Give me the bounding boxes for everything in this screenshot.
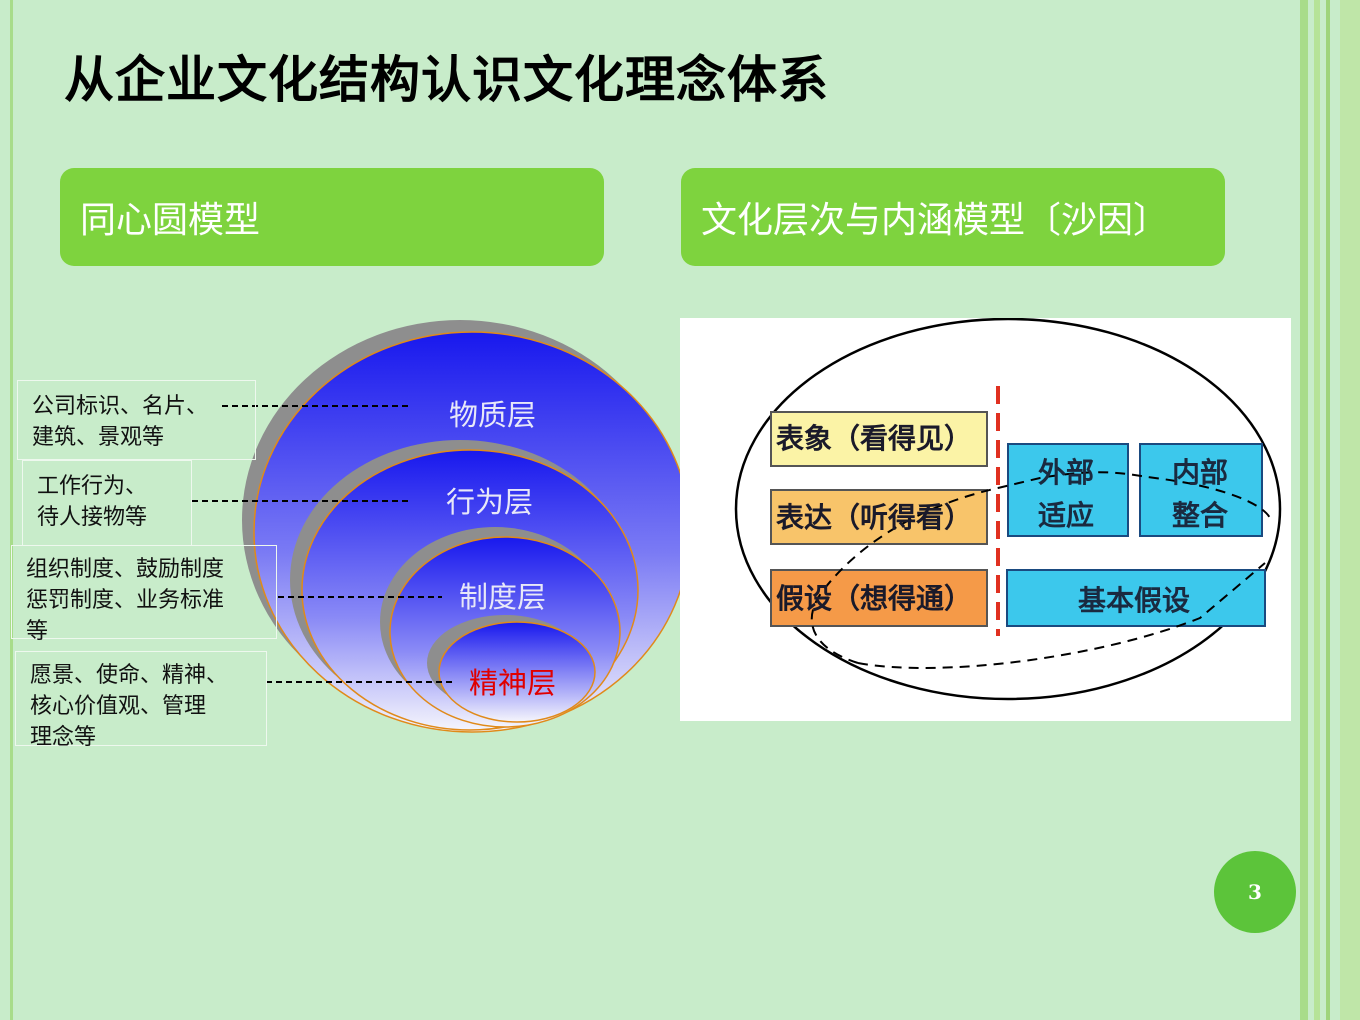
schein-model-diagram xyxy=(734,317,1282,701)
level-label-assumptions: 假设（想得通） xyxy=(776,582,973,615)
internal-label-line1: 内部 xyxy=(1172,456,1229,489)
schein-model-panel xyxy=(680,317,1291,721)
schein-model-header-label: 文化层次与内涵模型〔沙因〕 xyxy=(701,200,1170,241)
outer-ellipse xyxy=(734,317,1282,701)
layer-label-behavior: 行为层 xyxy=(446,485,534,519)
layer-note-spirit: 愿景、使命、精神、 核心价值观、管理 理念等 xyxy=(15,651,267,750)
internal-integration-box xyxy=(1139,443,1263,537)
right-border-band xyxy=(1340,0,1360,1020)
internal-label-line2: 整合 xyxy=(1172,499,1229,532)
concentric-model-header: 同心圆模型 xyxy=(60,168,604,266)
level-box-espoused xyxy=(770,489,988,545)
level-label-artifacts: 表象（看得见） xyxy=(776,422,973,455)
layer-label-system: 制度层 xyxy=(459,580,547,614)
concentric-model-header-label: 同心圆模型 xyxy=(80,200,261,241)
right-border-band xyxy=(1300,0,1308,1020)
page-number-badge: 3 xyxy=(1214,851,1296,933)
schein-model-header: 文化层次与内涵模型〔沙因〕 xyxy=(681,168,1225,266)
right-border-band xyxy=(1314,0,1320,1020)
layer-note-behavior: 工作行为、 待人接物等 xyxy=(22,460,192,546)
page-number: 3 xyxy=(1248,880,1262,904)
external-label-line1: 外部 xyxy=(1038,456,1095,489)
level-box-artifacts xyxy=(770,411,988,467)
external-label-line2: 适应 xyxy=(1038,499,1095,532)
dashed-flow-curve xyxy=(810,471,1271,664)
layer-label-material: 物质层 xyxy=(449,398,537,432)
level-label-espoused: 表达（听得看） xyxy=(776,501,973,534)
external-adaptation-box xyxy=(1007,443,1129,537)
basic-assumptions-box xyxy=(1006,569,1266,627)
layer-label-spirit: 精神层 xyxy=(469,666,557,700)
layer-note-system: 组织制度、鼓励制度 惩罚制度、业务标准 等 xyxy=(11,545,277,644)
level-box-assumptions xyxy=(770,569,988,627)
dashed-flow-curve-lower xyxy=(857,562,1266,669)
layer-note-material: 公司标识、名片、 建筑、景观等 xyxy=(17,380,256,460)
right-border-band xyxy=(1326,0,1330,1020)
left-border-rule xyxy=(10,0,13,1020)
slide-title: 从企业文化结构认识文化理念体系 xyxy=(64,51,829,109)
basic-assumptions-label: 基本假设 xyxy=(1078,584,1191,617)
